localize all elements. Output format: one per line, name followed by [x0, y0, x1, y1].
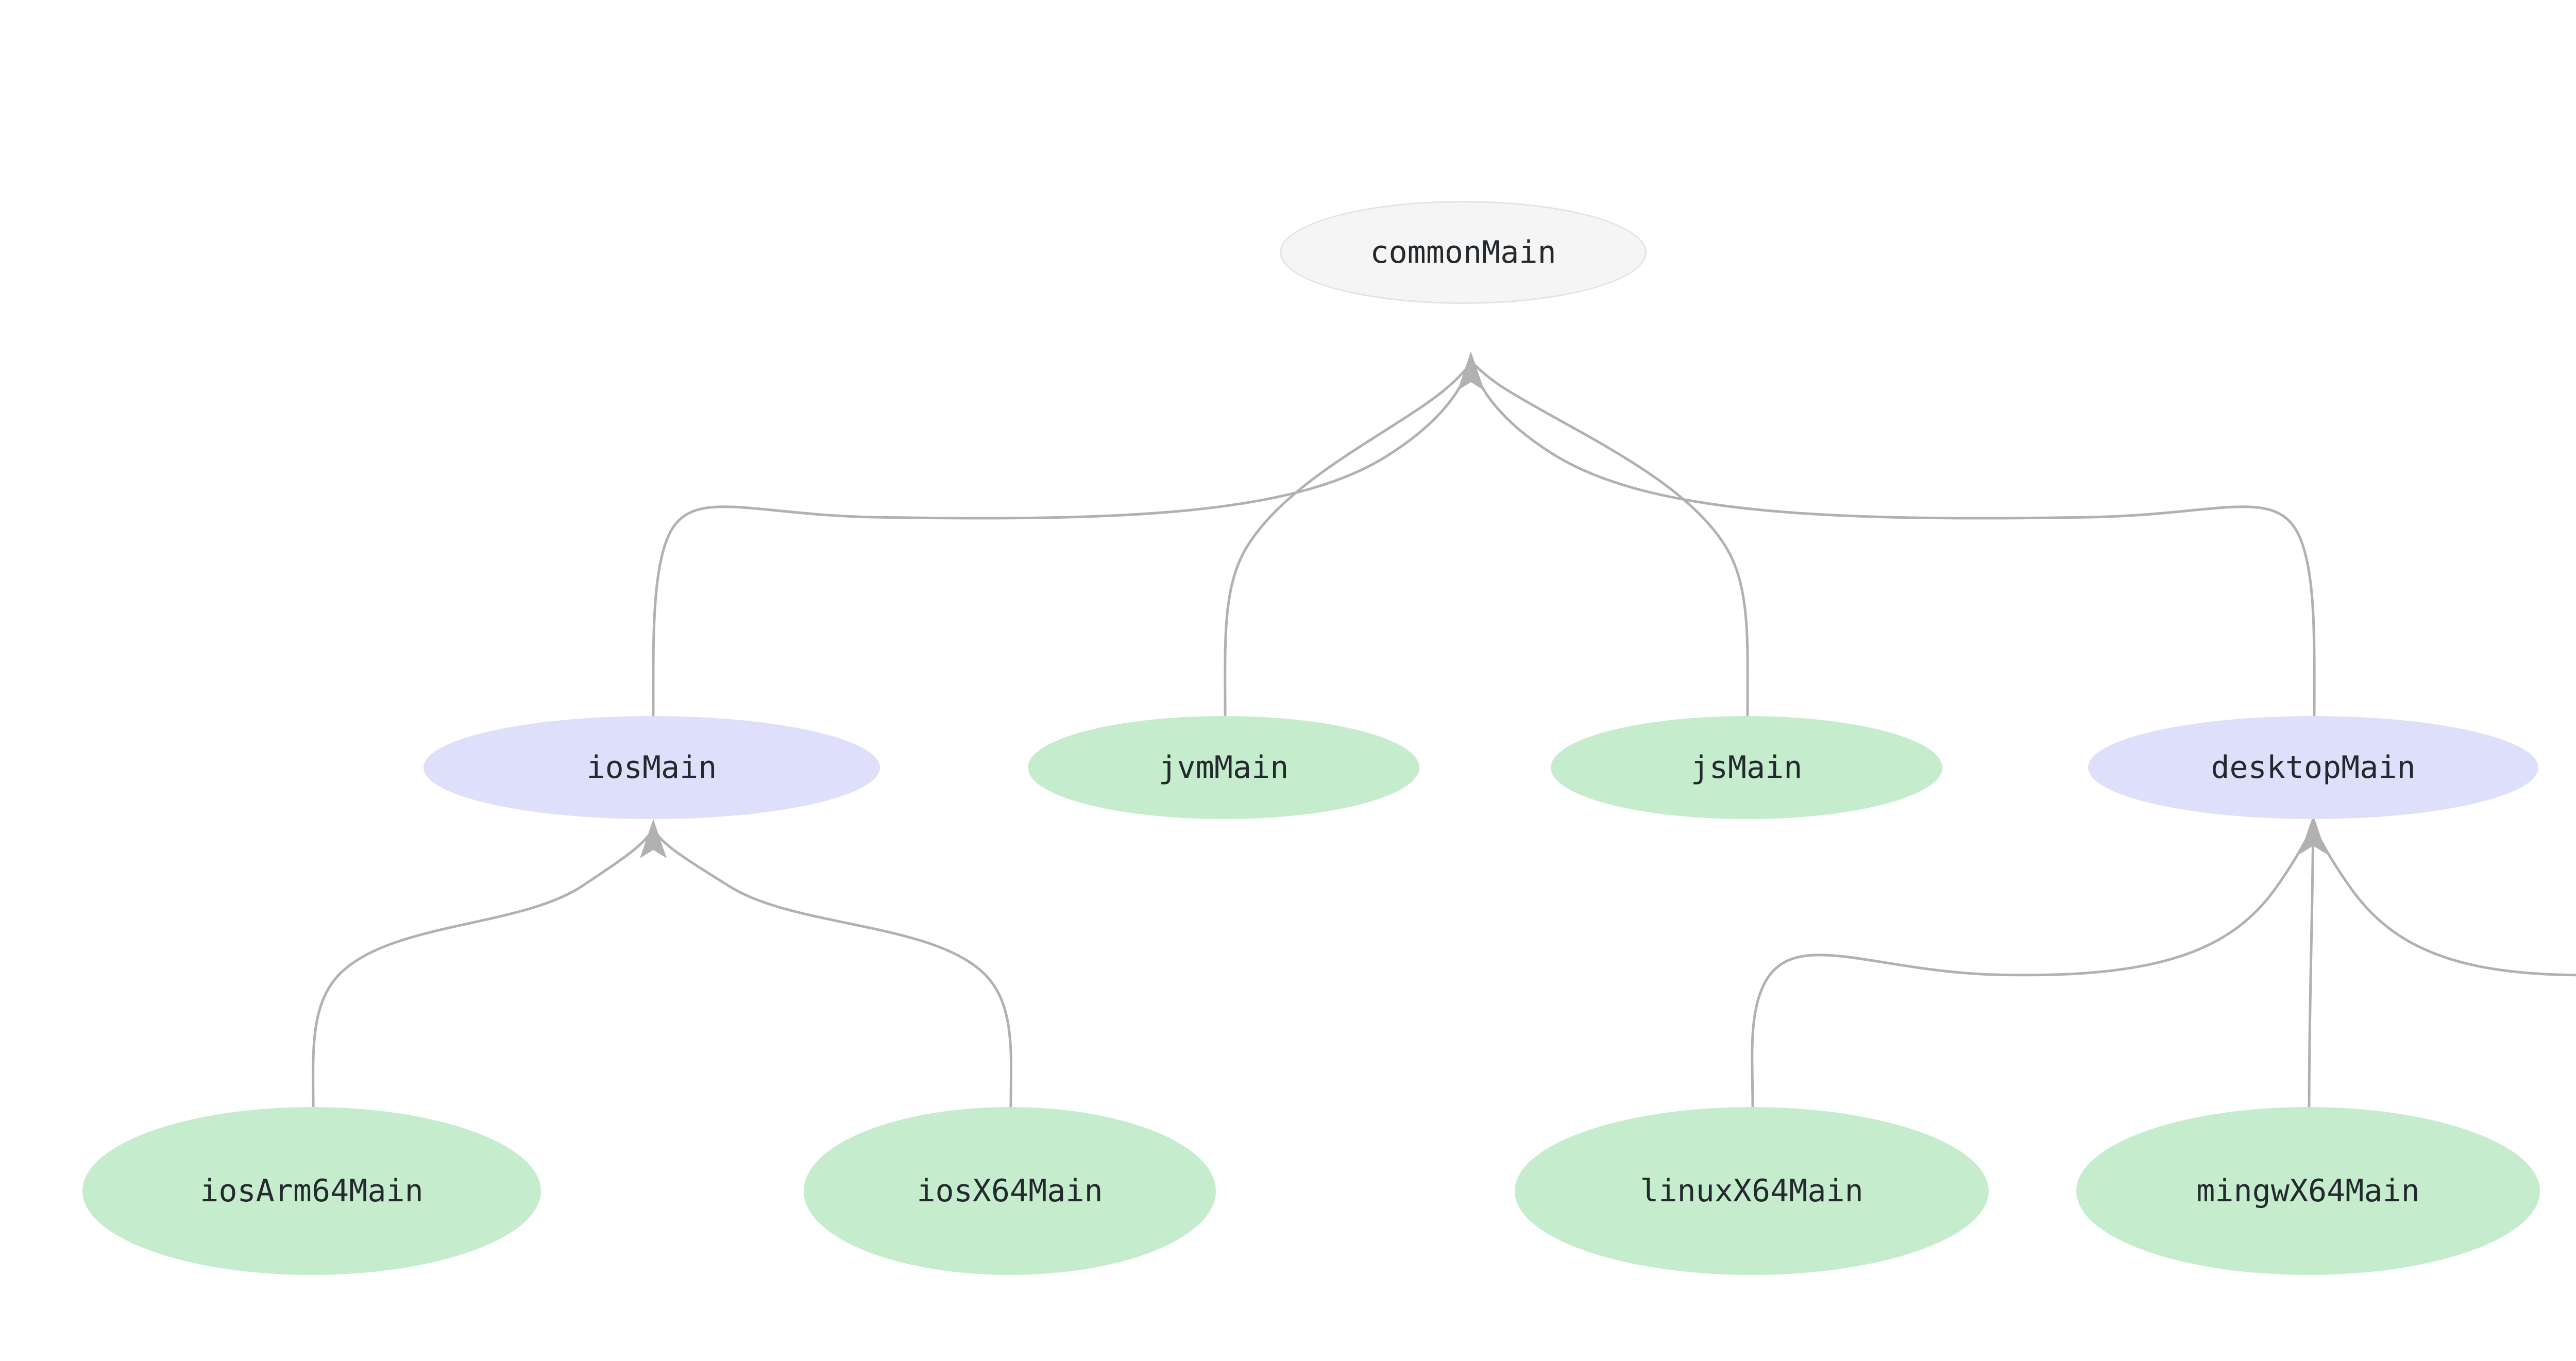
- edge-macosX64Main-desktopMain: [2313, 826, 2576, 977]
- node-iosMain[interactable]: iosMain: [423, 716, 880, 819]
- node-jsMain[interactable]: jsMain: [1551, 716, 1942, 819]
- node-label-iosArm64Main: iosArm64Main: [200, 1173, 423, 1209]
- node-label-jsMain: jsMain: [1690, 750, 1803, 786]
- edge-desktopMain-commonMain: [1470, 362, 2316, 717]
- node-mingwX64Main[interactable]: mingwX64Main: [2076, 1107, 2540, 1275]
- arrowhead-commonMain: [1458, 351, 1484, 390]
- node-label-jvmMain: jvmMain: [1158, 750, 1289, 786]
- node-iosX64Main[interactable]: iosX64Main: [804, 1107, 1216, 1275]
- node-label-iosMain: iosMain: [586, 750, 717, 786]
- edge-iosX64Main-iosMain: [654, 830, 1013, 1108]
- node-linuxX64Main[interactable]: linuxX64Main: [1515, 1107, 1989, 1275]
- edge-linuxX64Main-desktopMain: [1751, 826, 2313, 1108]
- node-commonMain[interactable]: commonMain: [1280, 201, 1647, 304]
- node-label-commonMain: commonMain: [1370, 234, 1556, 270]
- arrowhead-desktopMain: [2300, 815, 2327, 854]
- edge-iosMain-commonMain: [652, 362, 1471, 717]
- edge-jsMain-commonMain: [1471, 361, 1749, 717]
- edge-jvmMain-commonMain: [1224, 361, 1472, 717]
- node-iosArm64Main[interactable]: iosArm64Main: [82, 1107, 541, 1275]
- node-jvmMain[interactable]: jvmMain: [1028, 716, 1419, 819]
- node-label-desktopMain: desktopMain: [2211, 750, 2416, 786]
- arrowhead-iosMain: [640, 819, 667, 858]
- node-desktopMain[interactable]: desktopMain: [2088, 716, 2538, 819]
- node-label-linuxX64Main: linuxX64Main: [1640, 1173, 1863, 1209]
- edge-iosArm64Main-iosMain: [312, 830, 653, 1108]
- node-label-mingwX64Main: mingwX64Main: [2196, 1173, 2420, 1209]
- node-label-iosX64Main: iosX64Main: [917, 1173, 1103, 1209]
- edge-mingwX64Main-desktopMain: [2308, 826, 2315, 1108]
